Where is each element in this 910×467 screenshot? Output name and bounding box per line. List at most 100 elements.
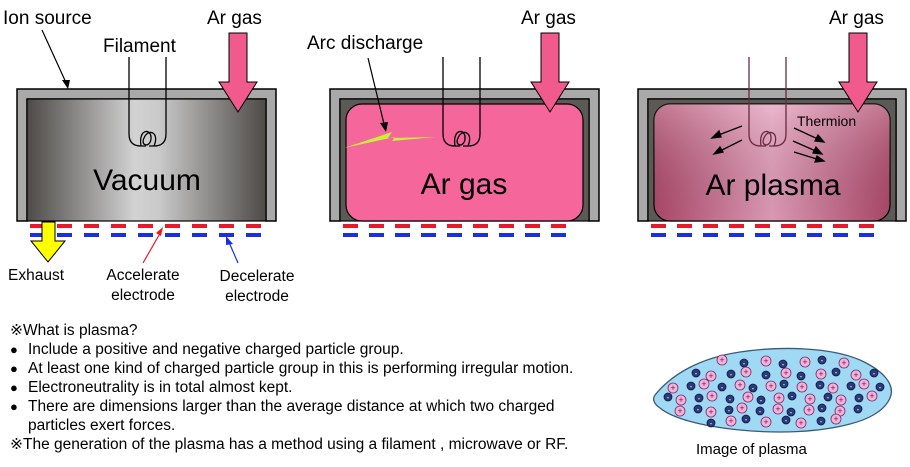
positive-ion-sign: +	[799, 382, 804, 392]
electron	[717, 382, 727, 392]
positive-ion	[799, 356, 811, 368]
positive-ion	[734, 379, 746, 391]
electron	[756, 395, 766, 405]
positive-ion	[667, 382, 679, 394]
plasma-notes: ※What is plasma? Include a positive and …	[10, 321, 650, 454]
chamber-vacuum: Vacuum	[16, 32, 277, 263]
electron-sign: -	[821, 356, 824, 365]
note-continuation: particles exert forces.	[28, 417, 176, 434]
electron-sign: -	[820, 417, 823, 426]
decelerate-electrode-label-line1: Decelerate	[220, 268, 295, 285]
positive-ion	[773, 392, 785, 404]
positive-ion	[858, 378, 870, 390]
notes-footer: ※The generation of the plasma has a meth…	[10, 436, 569, 453]
thermion-arrows	[710, 125, 826, 163]
electron	[706, 418, 716, 428]
positive-ion	[698, 378, 710, 390]
positive-ion	[850, 369, 862, 381]
positive-ion	[716, 354, 728, 366]
accelerate-electrode-3	[651, 224, 874, 228]
positive-ion-sign: +	[709, 391, 714, 401]
note-bullet: At least one kind of charged particle gr…	[10, 359, 650, 378]
positive-ion	[736, 402, 748, 414]
electron	[741, 414, 751, 424]
electron-sign: -	[728, 406, 731, 415]
positive-ion-sign: +	[807, 394, 812, 404]
positive-ion	[675, 394, 687, 406]
decelerate-electrode-2	[343, 233, 566, 237]
electron	[755, 406, 765, 416]
ion-source-label: Ion source	[3, 8, 92, 29]
ar-gas-inlet-arrow-3	[838, 32, 878, 113]
electron-sign: -	[827, 393, 830, 402]
ar-plasma-state-label: Ar plasma	[705, 169, 840, 202]
positive-ion-sign: +	[719, 355, 724, 365]
positive-ion-sign: +	[841, 358, 846, 368]
electron-sign: -	[760, 396, 763, 405]
filament-label: Filament	[103, 36, 177, 57]
electron-sign: -	[819, 381, 822, 390]
arc-discharge-leader	[367, 57, 386, 129]
exhaust-arrow	[29, 221, 67, 263]
positive-ion-sign: +	[670, 383, 675, 393]
electrode-grid	[30, 224, 261, 237]
electron-sign: -	[690, 382, 693, 391]
accelerate-electrode-label-line2: electrode	[111, 287, 175, 304]
positive-ion-sign: +	[677, 406, 682, 416]
positive-ion-sign: +	[708, 407, 713, 417]
positive-ion-sign: +	[708, 371, 713, 381]
electron-sign: -	[850, 382, 853, 391]
electron	[725, 394, 735, 404]
positive-ion	[742, 391, 754, 403]
electron-sign: -	[697, 405, 700, 414]
positive-ion-sign: +	[737, 380, 742, 390]
ar-plasma-shading	[654, 104, 890, 221]
filament-2	[442, 57, 481, 147]
electron-sign: -	[729, 395, 732, 404]
plasma-image: +-+-+-+-+-+-+-+-+-+-+-+-+-+-+-+--+-+-+-+…	[653, 347, 892, 433]
accelerate-leader-arrowhead	[156, 227, 163, 236]
electron	[817, 403, 827, 413]
electron	[694, 393, 704, 403]
positive-ion	[760, 355, 772, 367]
accelerate-electrode-2	[343, 224, 566, 228]
electron	[796, 371, 806, 381]
note-bullet: Include a positive and negative charged …	[10, 340, 650, 359]
electron-sign: -	[743, 359, 746, 368]
decelerate-electrode	[30, 233, 261, 237]
decelerate-electrode-label-line2: electrode	[225, 288, 289, 305]
arc-discharge-label: Arc discharge	[307, 33, 423, 54]
positive-ion	[772, 403, 784, 415]
positive-ion-sign: +	[837, 406, 842, 416]
electron-sign: -	[745, 415, 748, 424]
electron	[786, 407, 796, 417]
filament-3	[748, 57, 787, 147]
positive-ion-sign: +	[776, 393, 781, 403]
positive-ion-sign: +	[798, 418, 803, 428]
filament	[128, 57, 167, 147]
electron-sign: -	[835, 368, 838, 377]
electron	[693, 404, 703, 414]
exhaust-label: Exhaust	[8, 267, 65, 284]
positive-ion	[804, 393, 816, 405]
electron-sign: -	[765, 371, 768, 380]
electron	[875, 382, 885, 392]
electron	[846, 381, 856, 391]
positive-ion-sign: +	[775, 404, 780, 414]
electron-sign: -	[783, 380, 786, 389]
positive-ion	[827, 382, 839, 394]
electron-sign: -	[698, 394, 701, 403]
positive-ion-sign: +	[818, 369, 823, 379]
ar-gas-state-label: Ar gas	[421, 168, 508, 201]
ar-gas-inlet-arrow-2	[530, 32, 570, 113]
electron	[781, 415, 791, 425]
vacuum-label: Vacuum	[93, 164, 201, 197]
vacuum-chamber-interior	[26, 98, 267, 222]
positive-ion	[780, 367, 792, 379]
electron	[853, 404, 863, 414]
chamber-ar-gas: Ar gas	[329, 32, 600, 237]
positive-ion-sign: +	[802, 357, 807, 367]
electron-sign: -	[858, 394, 861, 403]
note-bullet: There are dimensions larger than the ave…	[10, 397, 650, 416]
accelerate-electrode-label-line1: Accelerate	[106, 267, 179, 284]
